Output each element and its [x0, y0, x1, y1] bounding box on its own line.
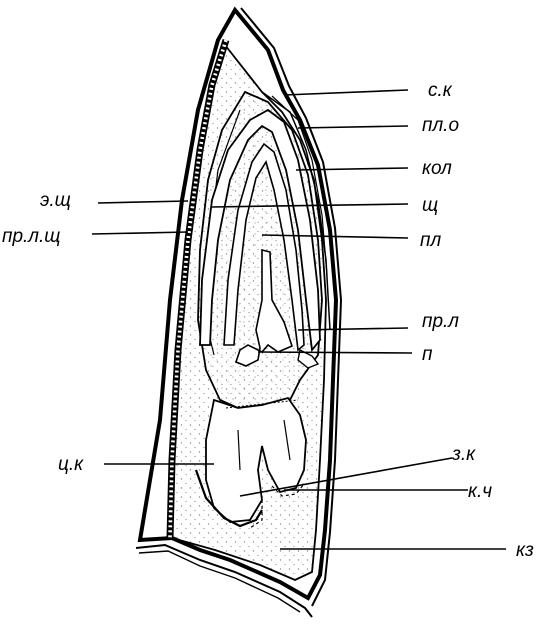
pericarp-line — [240, 7, 343, 607]
leader-shch — [211, 203, 409, 208]
leader-eshch — [97, 200, 189, 204]
label-kz: кз — [516, 540, 534, 561]
aleurone-layer — [166, 38, 230, 539]
coleorhiza — [194, 469, 263, 528]
pericarp-base — [135, 543, 313, 618]
leader-prl — [297, 327, 409, 331]
label-p: п — [422, 344, 433, 365]
leader-prlshch — [91, 231, 189, 235]
label-prlshch: пр.л.щ — [2, 226, 60, 247]
leader-p — [257, 351, 413, 354]
label-prl: пр.л — [422, 311, 459, 332]
coleoptile — [199, 108, 321, 353]
label-shch: щ — [422, 195, 438, 216]
first-leaf — [223, 142, 305, 352]
leader-pl — [261, 234, 409, 239]
leader-zk — [239, 457, 453, 497]
label-kch: к.ч — [468, 481, 492, 502]
label-zk: з.к — [451, 444, 476, 465]
growth-cone — [235, 248, 293, 367]
label-eshch: э.щ — [40, 190, 71, 211]
leader-kol — [295, 167, 409, 171]
leader-sk — [283, 89, 409, 96]
leader-plo — [297, 125, 409, 129]
label-tsk: ц.к — [58, 454, 84, 475]
label-sk: с.к — [428, 80, 453, 101]
label-pl: пл — [420, 230, 441, 251]
label-kol: кол — [422, 158, 452, 179]
label-plo: пл.о — [422, 115, 459, 136]
